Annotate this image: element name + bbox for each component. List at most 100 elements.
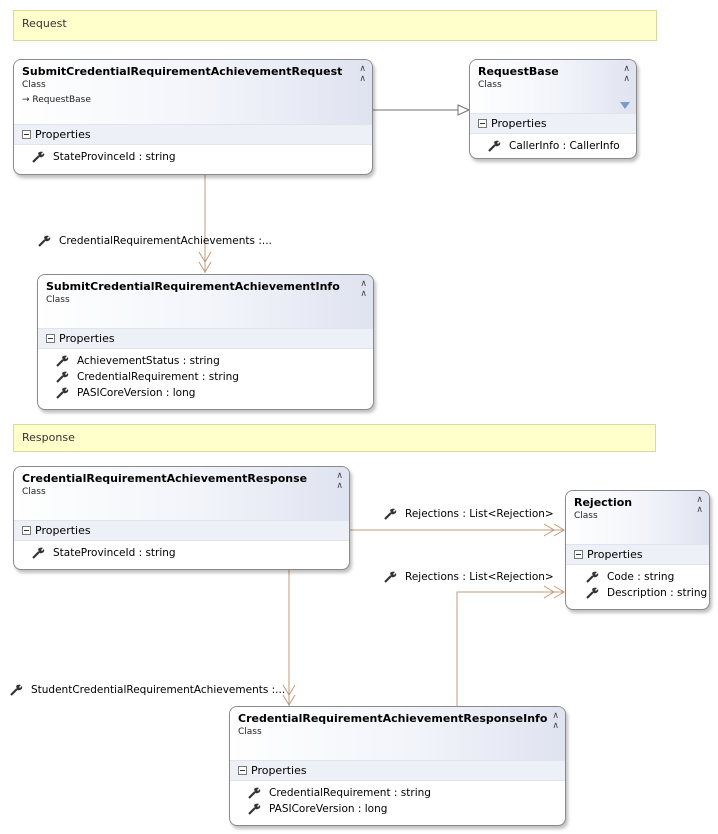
base-class-name: RequestBase — [32, 95, 91, 105]
property-text: StateProvinceId : string — [53, 547, 176, 559]
properties-label: Properties — [251, 764, 307, 777]
property-text: AchievementStatus : string — [77, 355, 220, 367]
collapse-icon[interactable]: ∧∧ — [360, 279, 367, 299]
class-name: RequestBase — [478, 65, 559, 78]
wrench-icon — [586, 587, 599, 599]
wrench-icon — [248, 803, 261, 815]
class-kind: Class — [238, 727, 262, 737]
collapse-icon[interactable]: ∧∧ — [359, 64, 366, 84]
property-list: Code : string Description : string — [566, 565, 709, 605]
collapse-minus-icon[interactable] — [478, 119, 487, 128]
response-section-label: Response — [22, 431, 75, 444]
base-class: → RequestBase — [22, 95, 364, 105]
request-section: Request — [13, 10, 657, 41]
wrench-icon — [488, 140, 501, 152]
class-request-base[interactable]: RequestBase Class ∧∧ Properties CallerIn… — [469, 59, 637, 159]
class-submit-info[interactable]: SubmitCredentialRequirementAchievementIn… — [37, 274, 374, 410]
property-row[interactable]: PASICoreVersion : long — [248, 801, 565, 817]
property-row[interactable]: StateProvinceId : string — [32, 545, 349, 561]
class-response-info[interactable]: CredentialRequirementAchievementResponse… — [229, 706, 566, 826]
wrench-icon — [38, 235, 51, 247]
wrench-icon — [56, 387, 69, 399]
properties-section[interactable]: Properties — [14, 520, 349, 541]
inheritance-arrowhead — [457, 104, 471, 116]
property-list: StateProvinceId : string — [14, 541, 349, 565]
collapse-icon[interactable]: ∧∧ — [552, 711, 559, 731]
property-text: CredentialRequirement : string — [77, 371, 239, 383]
assoc-label-student-achievements[interactable]: StudentCredentialRequirementAchievements… — [10, 684, 285, 696]
property-row[interactable]: PASICoreVersion : long — [56, 385, 373, 401]
collapse-minus-icon[interactable] — [238, 766, 247, 775]
property-row[interactable]: CallerInfo : CallerInfo — [488, 138, 636, 154]
properties-label: Properties — [35, 128, 91, 141]
inherit-arrow-icon: → — [22, 95, 30, 105]
property-list: CallerInfo : CallerInfo — [470, 134, 636, 158]
class-rejection[interactable]: Rejection Class ∧∧ Properties Code : str… — [565, 490, 710, 610]
assoc-arrow-rejections-1 — [543, 523, 555, 537]
property-list: AchievementStatus : string CredentialReq… — [38, 349, 373, 405]
class-kind: Class — [22, 487, 46, 497]
response-section: Response — [13, 424, 656, 452]
property-row[interactable]: CredentialRequirement : string — [248, 785, 565, 801]
assoc-label-text: Rejections : List<Rejection> — [405, 508, 554, 520]
property-row[interactable]: CredentialRequirement : string — [56, 369, 373, 385]
property-text: PASICoreVersion : long — [77, 387, 196, 399]
wrench-icon — [384, 508, 397, 520]
collapse-icon[interactable]: ∧∧ — [623, 64, 630, 84]
collapse-minus-icon[interactable] — [574, 550, 583, 559]
property-text: StateProvinceId : string — [53, 151, 176, 163]
properties-label: Properties — [35, 524, 91, 537]
class-header: SubmitCredentialRequirementAchievementRe… — [14, 60, 372, 124]
class-name: CredentialRequirementAchievementResponse… — [238, 712, 548, 725]
assoc-label-rejections-2[interactable]: Rejections : List<Rejection> — [384, 571, 554, 583]
assoc-arrow-rejections-2 — [543, 585, 555, 599]
class-name: Rejection — [574, 496, 633, 509]
properties-section[interactable]: Properties — [230, 760, 565, 781]
class-name: SubmitCredentialRequirementAchievementIn… — [46, 280, 340, 293]
class-kind: Class — [478, 80, 502, 90]
assoc-label-credential-achievements[interactable]: CredentialRequirementAchievements :... — [38, 235, 272, 247]
property-text: CredentialRequirement : string — [269, 787, 431, 799]
collapse-minus-icon[interactable] — [46, 334, 55, 343]
collapse-minus-icon[interactable] — [22, 130, 31, 139]
assoc-arrow-student-achievements — [282, 684, 296, 696]
assoc-line-rejections-2 — [456, 591, 564, 706]
assoc-label-text: StudentCredentialRequirementAchievements… — [31, 684, 286, 696]
wrench-icon — [248, 787, 261, 799]
property-row[interactable]: Description : string — [586, 585, 709, 601]
properties-section[interactable]: Properties — [14, 124, 372, 145]
class-header: SubmitCredentialRequirementAchievementIn… — [38, 275, 373, 328]
properties-section[interactable]: Properties — [38, 328, 373, 349]
property-row[interactable]: AchievementStatus : string — [56, 353, 373, 369]
request-section-label: Request — [22, 17, 67, 30]
assoc-label-text: Rejections : List<Rejection> — [405, 571, 554, 583]
property-row[interactable]: Code : string — [586, 569, 709, 585]
class-name: CredentialRequirementAchievementResponse — [22, 472, 308, 485]
class-kind: Class — [22, 80, 46, 90]
class-name: SubmitCredentialRequirementAchievementRe… — [22, 65, 343, 78]
class-response[interactable]: CredentialRequirementAchievementResponse… — [13, 466, 350, 570]
assoc-arrow-credential-achievements — [198, 251, 212, 263]
wrench-icon — [10, 684, 23, 696]
property-list: CredentialRequirement : string PASICoreV… — [230, 781, 565, 821]
assoc-label-text: CredentialRequirementAchievements :... — [59, 235, 272, 247]
class-kind: Class — [46, 295, 70, 305]
collapse-icon[interactable]: ∧∧ — [336, 471, 343, 491]
properties-label: Properties — [59, 332, 115, 345]
assoc-label-rejections-1[interactable]: Rejections : List<Rejection> — [384, 508, 554, 520]
property-list: StateProvinceId : string — [14, 145, 372, 169]
collapse-minus-icon[interactable] — [22, 526, 31, 535]
property-text: Description : string — [607, 587, 708, 599]
wrench-icon — [56, 371, 69, 383]
class-kind: Class — [574, 511, 598, 521]
wrench-icon — [32, 151, 45, 163]
properties-section[interactable]: Properties — [566, 544, 709, 565]
property-row[interactable]: StateProvinceId : string — [32, 149, 372, 165]
filter-icon[interactable] — [620, 102, 630, 109]
collapse-icon[interactable]: ∧∧ — [696, 495, 703, 515]
class-submit-request[interactable]: SubmitCredentialRequirementAchievementRe… — [13, 59, 373, 175]
properties-section[interactable]: Properties — [470, 113, 636, 134]
class-header: RequestBase Class ∧∧ — [470, 60, 636, 113]
wrench-icon — [384, 571, 397, 583]
properties-label: Properties — [491, 117, 547, 130]
